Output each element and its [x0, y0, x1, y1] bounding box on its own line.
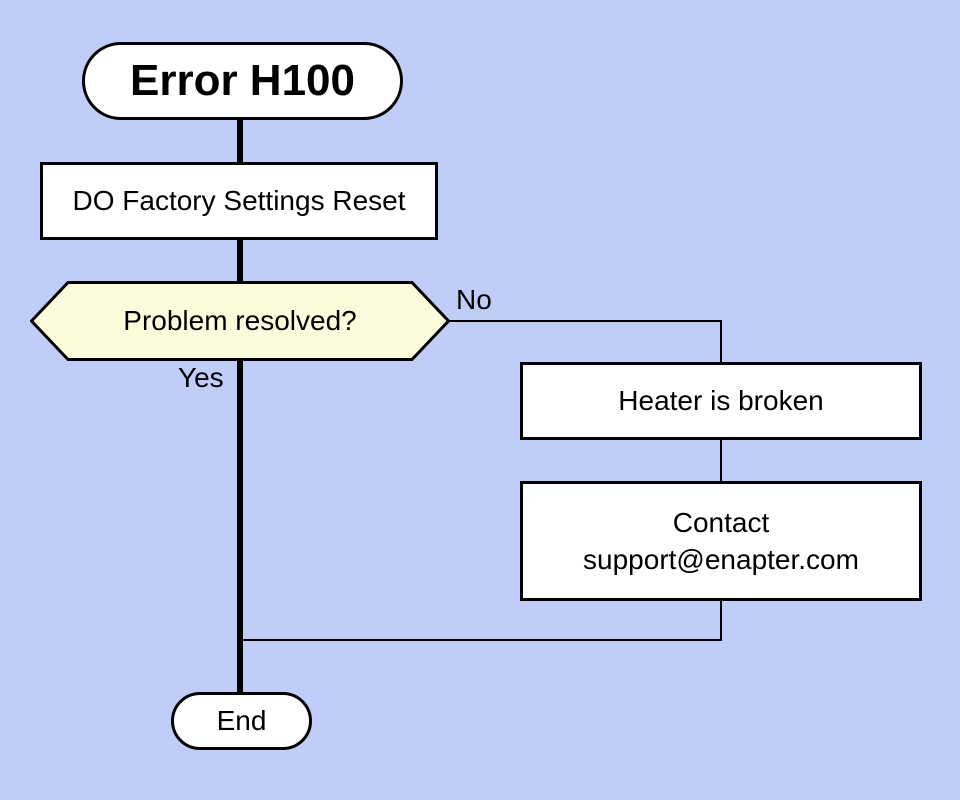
process-node-contact-support: Contact support@enapter.com [520, 481, 922, 601]
connector-start-to-reset [237, 118, 243, 164]
contact-node-line2: support@enapter.com [583, 544, 859, 575]
end-node-label: End [216, 704, 267, 736]
connector-yes-decision-to-end [237, 359, 243, 694]
connector-contact-return-vertical [720, 599, 722, 640]
connector-contact-return-horizontal [240, 639, 722, 641]
decision-node-label: Problem resolved? [123, 305, 357, 336]
contact-node-text: Contact support@enapter.com [583, 504, 859, 578]
process-node-label: DO Factory Settings Reset [72, 184, 406, 216]
connector-reset-to-decision [237, 238, 243, 284]
connector-heater-to-contact [720, 439, 722, 483]
contact-node-line1: Contact [672, 507, 770, 538]
process-node-factory-settings-reset: DO Factory Settings Reset [40, 162, 438, 240]
decision-node-problem-resolved: Problem resolved? [30, 281, 450, 361]
process-node-heater-is-broken: Heater is broken [520, 362, 922, 440]
connector-no-vertical [720, 321, 722, 363]
end-node: End [171, 692, 312, 750]
connector-no-horizontal [448, 320, 722, 322]
start-node-label: Error H100 [129, 56, 355, 106]
start-node-error-h100: Error H100 [82, 42, 403, 120]
edge-label-no: No [456, 284, 492, 315]
edge-label-yes: Yes [178, 362, 224, 393]
hexagon-shape [30, 281, 450, 361]
heater-node-label: Heater is broken [618, 384, 824, 416]
